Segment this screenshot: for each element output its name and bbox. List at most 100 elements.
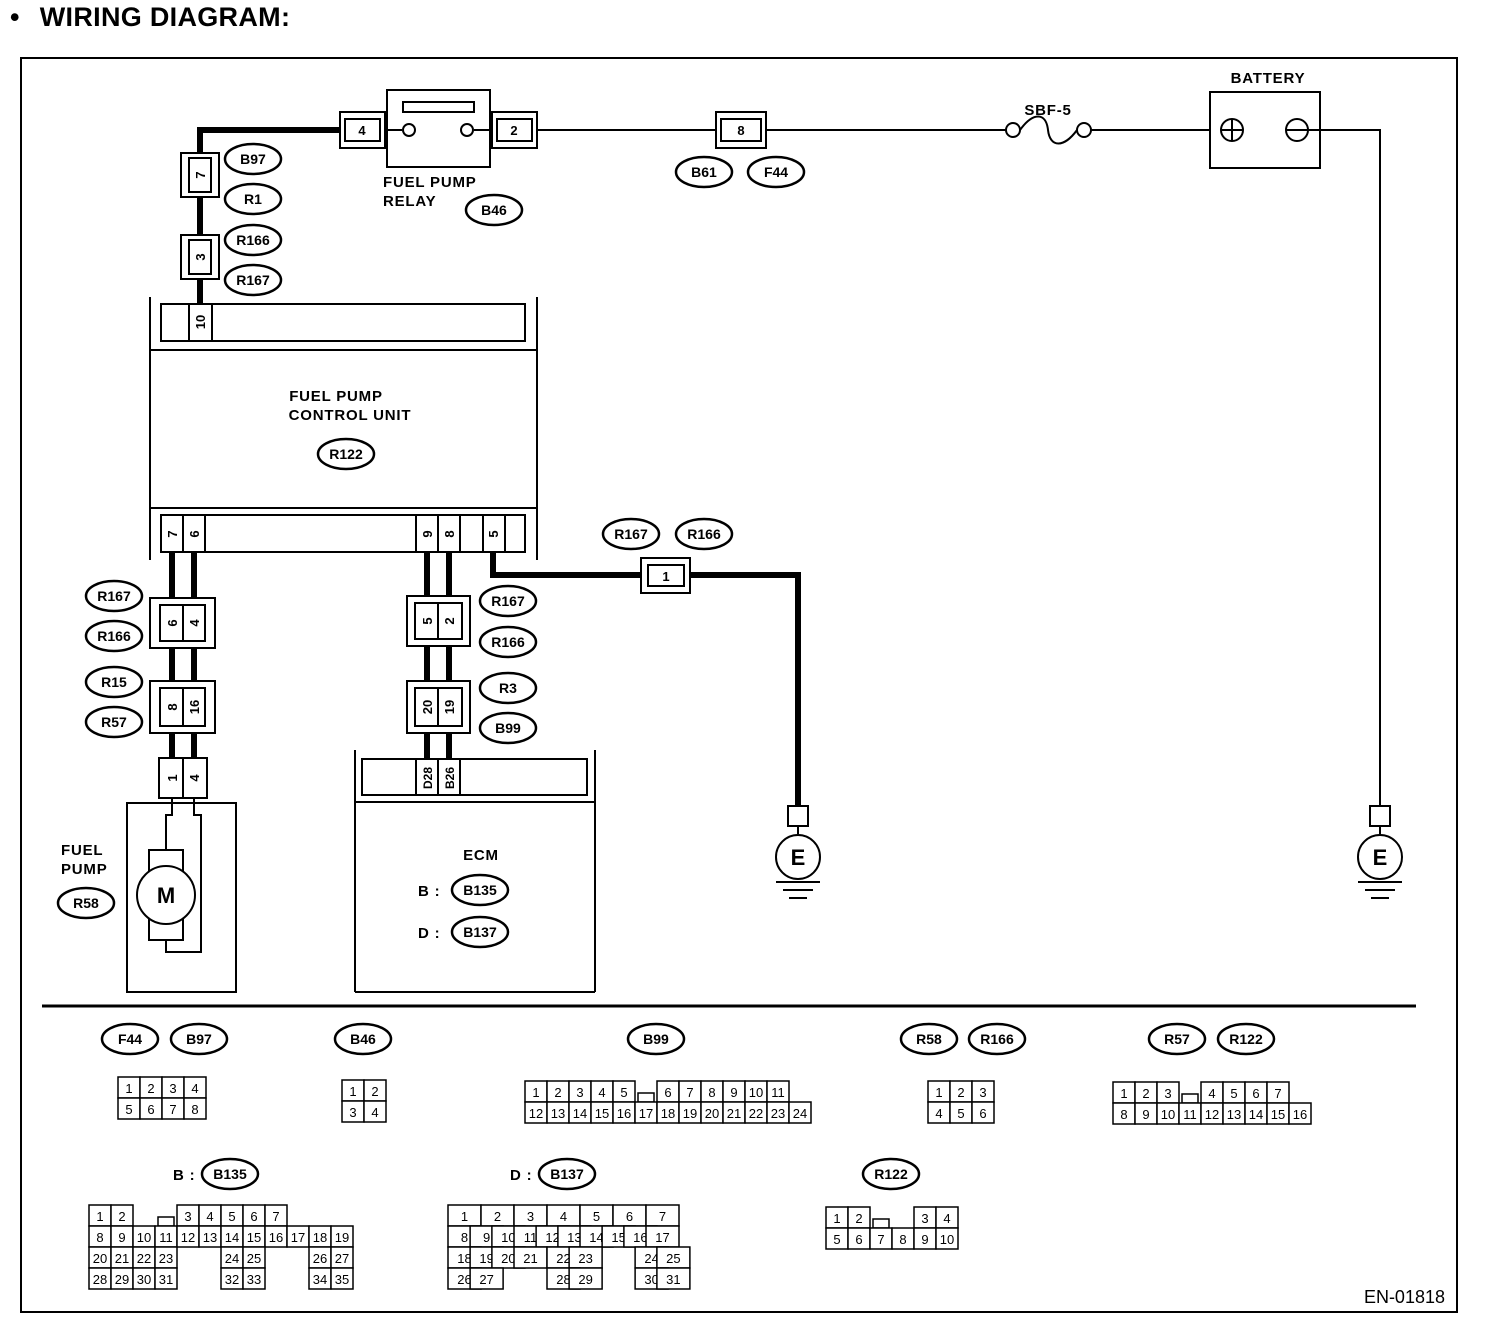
connector-oval: B137: [450, 915, 510, 949]
connector-b61-f44: 8: [715, 111, 767, 149]
pin-number: 8: [191, 1102, 198, 1117]
oval-label: R57: [101, 714, 127, 730]
connector-oval: R167: [601, 517, 661, 551]
pin-number: 22: [137, 1251, 151, 1266]
connector-oval: B99: [626, 1022, 686, 1056]
pin-number: 13: [567, 1230, 581, 1245]
oval-label: R166: [236, 232, 270, 248]
connector-oval: R57: [84, 705, 144, 739]
pin-number: 28: [556, 1272, 570, 1287]
pin-1: 1: [662, 569, 669, 584]
pin-number: 18: [457, 1251, 471, 1266]
connector-oval: B135: [450, 873, 510, 907]
relay-terminal-icon: [460, 123, 474, 137]
ground-2: E: [1357, 805, 1403, 899]
connector-oval: F44: [100, 1022, 160, 1056]
pin-number: 23: [578, 1251, 592, 1266]
ecm-d-prefix: D :: [418, 925, 440, 942]
connector-mid-stack-b: 20 19: [406, 680, 471, 734]
connector-oval: B97: [223, 142, 283, 176]
ecm-pin: B26: [443, 767, 457, 789]
pin-number: 6: [147, 1102, 154, 1117]
connector-oval: R58: [899, 1022, 959, 1056]
fuse-sbf5: SBF-5: [1005, 102, 1092, 145]
oval-label: B46: [350, 1031, 376, 1047]
pin-number: 12: [181, 1230, 195, 1245]
pin-number: 9: [483, 1230, 490, 1245]
pin-number: 24: [644, 1251, 658, 1266]
connector-oval: B46: [333, 1022, 393, 1056]
b61-pin: 8: [737, 123, 744, 138]
legend-d-prefix: D :: [510, 1167, 532, 1184]
pin-number: 21: [115, 1251, 129, 1266]
ground-icon: [775, 834, 821, 880]
heading-text: WIRING DIAGRAM:: [39, 2, 291, 32]
pin-number: 4: [598, 1085, 605, 1100]
pin-number: 15: [247, 1230, 261, 1245]
pump-pin: 4: [187, 774, 202, 782]
pin-number: 5: [125, 1102, 132, 1117]
pin-number: 32: [225, 1272, 239, 1287]
diagram-frame: [20, 57, 1458, 1313]
pin-number: 4: [1208, 1086, 1215, 1101]
connector-oval: B61: [674, 155, 734, 189]
left-stack-b-pin: 16: [187, 700, 202, 714]
fuel-pump-label-line1: FUEL: [61, 842, 103, 859]
sbf-label: SBF-5: [1024, 102, 1071, 119]
pin-number: 2: [1142, 1086, 1149, 1101]
pin-number: 20: [501, 1251, 515, 1266]
oval-label: B137: [550, 1166, 584, 1182]
pin-number: 15: [1271, 1107, 1285, 1122]
pin-number: 31: [159, 1272, 173, 1287]
fuel-pump-control-unit: 10 FUEL PUMP CONTROL UNIT 7 6 9 8 5: [149, 297, 538, 560]
pin-number: 1: [1120, 1086, 1127, 1101]
pin-number: 25: [247, 1251, 261, 1266]
battery-label: BATTERY: [1231, 70, 1306, 87]
pin-number: 10: [1161, 1107, 1175, 1122]
pin-number: 16: [269, 1230, 283, 1245]
pin-number: 21: [523, 1251, 537, 1266]
pump-pin: 1: [165, 774, 180, 781]
pin-number: 17: [291, 1230, 305, 1245]
connector-oval: R167: [478, 584, 538, 618]
pin-number: 14: [589, 1230, 603, 1245]
connector-oval: R166: [967, 1022, 1027, 1056]
pin-number: 1: [532, 1085, 539, 1100]
connector-mid-stack-a: 5 2: [406, 595, 471, 647]
heading-bullet: •: [10, 2, 20, 32]
pin-number: 19: [335, 1230, 349, 1245]
pin-number: 14: [1249, 1107, 1263, 1122]
left-stack-a-pin: 4: [187, 619, 202, 627]
oval-label: B99: [643, 1031, 669, 1047]
pin-number: 22: [749, 1106, 763, 1121]
pin-number: 8: [708, 1085, 715, 1100]
pin-number: 9: [118, 1230, 125, 1245]
pin-number: 2: [554, 1085, 561, 1100]
page-heading: • WIRING DIAGRAM:: [10, 2, 290, 33]
pin-number: 16: [633, 1230, 647, 1245]
oval-label: R58: [73, 895, 99, 911]
oval-label: B97: [240, 151, 266, 167]
ground-icon: [1357, 834, 1403, 880]
pin-number: 10: [749, 1085, 763, 1100]
pin-number: 7: [1274, 1086, 1281, 1101]
pin-number: 14: [573, 1106, 587, 1121]
pin-number: 11: [771, 1085, 785, 1100]
pin-number: 6: [250, 1209, 257, 1224]
oval-label: B137: [463, 924, 497, 940]
oval-label: R122: [329, 446, 363, 462]
mid-stack-a-pin: 2: [442, 617, 457, 624]
oval-label: R1: [244, 191, 262, 207]
ground-label: E: [791, 845, 806, 870]
pin-number: 1: [125, 1081, 132, 1096]
connector-oval: B46: [464, 193, 524, 227]
pin-number: 27: [335, 1251, 349, 1266]
oval-label: R15: [101, 674, 127, 690]
relay-label-line1: FUEL PUMP: [383, 174, 477, 191]
pin-number: 1: [349, 1084, 356, 1099]
pin-number: 27: [479, 1272, 493, 1287]
